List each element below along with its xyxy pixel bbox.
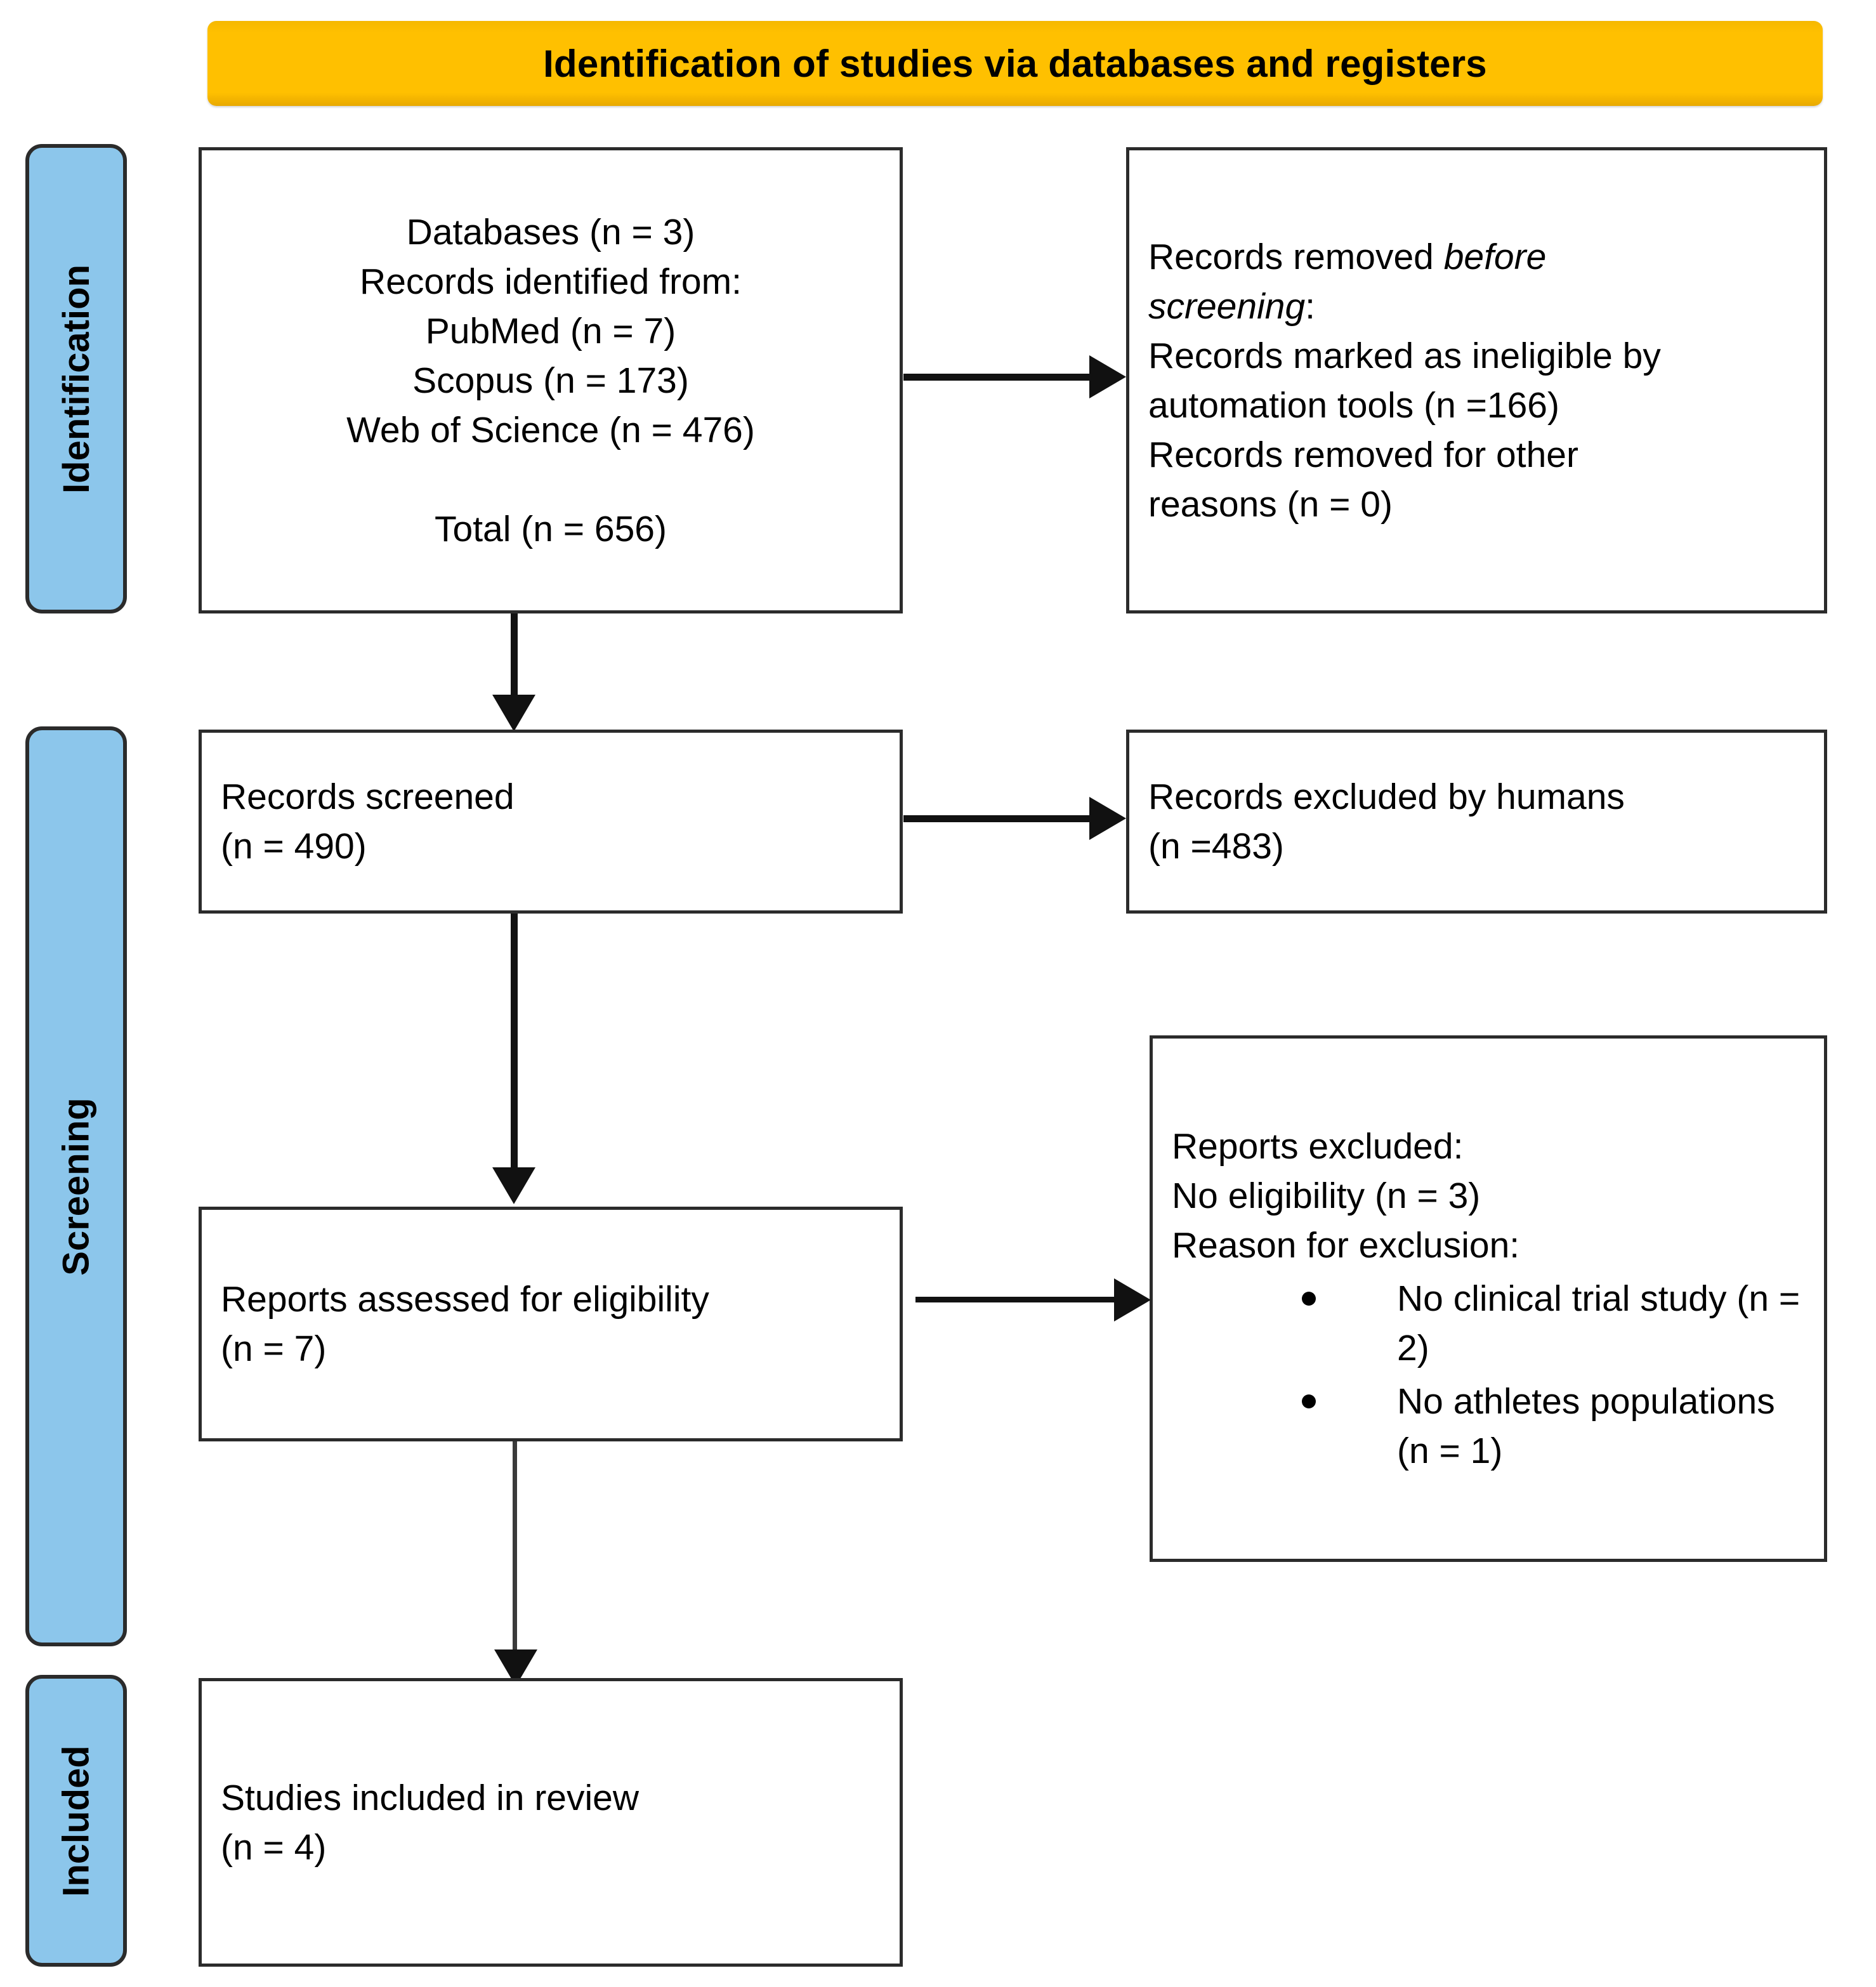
records-removed-line-1-prefix: Records removed [1148, 236, 1444, 277]
records-excluded-line-1: Records excluded by humans [1148, 777, 1625, 817]
records-identified-total: Total (n = 656) [435, 508, 667, 549]
records-removed-line-2: screening: [1148, 282, 1805, 331]
connector-screened-to-excluded-line [903, 815, 1091, 822]
records-removed-line-4: automation tools (n =166) [1148, 384, 1559, 426]
records-identified-line-3: PubMed (n = 7) [425, 310, 676, 351]
reports-excluded-reason-1: No clinical trial study (n = 2) [1397, 1278, 1801, 1368]
records-excluded-line-2: (n =483) [1148, 826, 1284, 867]
connector-identified-to-screened-arrowhead [492, 695, 535, 731]
records-identified-spacer [221, 455, 881, 504]
box-reports-excluded: Reports excluded: No eligibility (n = 3)… [1150, 1035, 1827, 1562]
connector-identified-to-screened-line [511, 613, 518, 712]
reports-assessed-line-2: (n = 7) [221, 1328, 327, 1369]
records-removed-line-2-suffix: : [1305, 285, 1315, 327]
connector-screened-to-excluded-arrowhead [1089, 797, 1126, 840]
records-removed-line-1: Records removed before [1148, 232, 1805, 282]
stage-label-included: Included [25, 1675, 127, 1967]
studies-included-line-1: Studies included in review [221, 1777, 640, 1818]
connector-identified-to-removed-line [903, 374, 1091, 381]
stage-label-screening-text: Screening [55, 1097, 97, 1276]
reports-assessed-line-1: Reports assessed for eligibility [221, 1279, 709, 1320]
records-removed-line-5: Records removed for other [1148, 434, 1578, 475]
banner-title: Identification of studies via databases … [543, 42, 1487, 85]
connector-identified-to-removed-arrowhead [1089, 355, 1126, 398]
box-records-removed-before-screening: Records removed before screening: Record… [1126, 147, 1827, 613]
records-removed-line-3: Records marked as ineligible by [1148, 335, 1661, 376]
bullet-icon [1302, 1292, 1316, 1306]
stage-label-identification: Identification [25, 144, 127, 613]
box-reports-assessed-for-eligibility: Reports assessed for eligibility (n = 7) [199, 1207, 903, 1441]
connector-assessed-to-reports-excluded-arrowhead [1114, 1278, 1151, 1321]
reports-excluded-reason-list: No clinical trial study (n = 2) No athle… [1172, 1274, 1805, 1476]
records-screened-line-2: (n = 490) [221, 826, 367, 867]
box-records-screened: Records screened (n = 490) [199, 730, 903, 914]
reports-excluded-line-2: No eligibility (n = 3) [1172, 1176, 1481, 1216]
box-studies-included-in-review: Studies included in review (n = 4) [199, 1678, 903, 1967]
bullet-icon [1302, 1394, 1316, 1408]
reports-excluded-line-3: Reason for exclusion: [1172, 1225, 1520, 1266]
studies-included-line-2: (n = 4) [221, 1826, 327, 1868]
records-screened-line-1: Records screened [221, 777, 515, 817]
records-removed-line-1-italic: before [1443, 236, 1547, 277]
connector-screened-to-assessed-line [511, 914, 518, 1180]
connector-screened-to-assessed-arrowhead [492, 1167, 535, 1204]
stage-banner-identification: Identification of studies via databases … [207, 21, 1823, 106]
records-identified-line-5: Web of Science (n = 476) [346, 409, 755, 450]
connector-assessed-to-included-line [513, 1441, 517, 1670]
records-removed-line-2-italic: screening [1148, 285, 1306, 327]
box-records-excluded-by-humans: Records excluded by humans (n =483) [1126, 730, 1827, 914]
stage-label-screening: Screening [25, 726, 127, 1646]
records-identified-line-1: Databases (n = 3) [406, 211, 695, 252]
connector-assessed-to-reports-excluded-line [915, 1297, 1115, 1302]
stage-label-identification-text: Identification [55, 264, 97, 494]
reports-excluded-reason-2: No athletes populations (n = 1) [1397, 1381, 1775, 1471]
box-records-identified: Databases (n = 3) Records identified fro… [199, 147, 903, 613]
reports-excluded-line-1: Reports excluded: [1172, 1126, 1464, 1167]
records-identified-line-4: Scopus (n = 173) [412, 360, 689, 401]
records-identified-line-2: Records identified from: [360, 261, 742, 302]
list-item: No athletes populations (n = 1) [1172, 1377, 1805, 1476]
records-removed-line-6: reasons (n = 0) [1148, 483, 1393, 525]
stage-label-included-text: Included [55, 1745, 97, 1897]
list-item: No clinical trial study (n = 2) [1172, 1274, 1805, 1373]
